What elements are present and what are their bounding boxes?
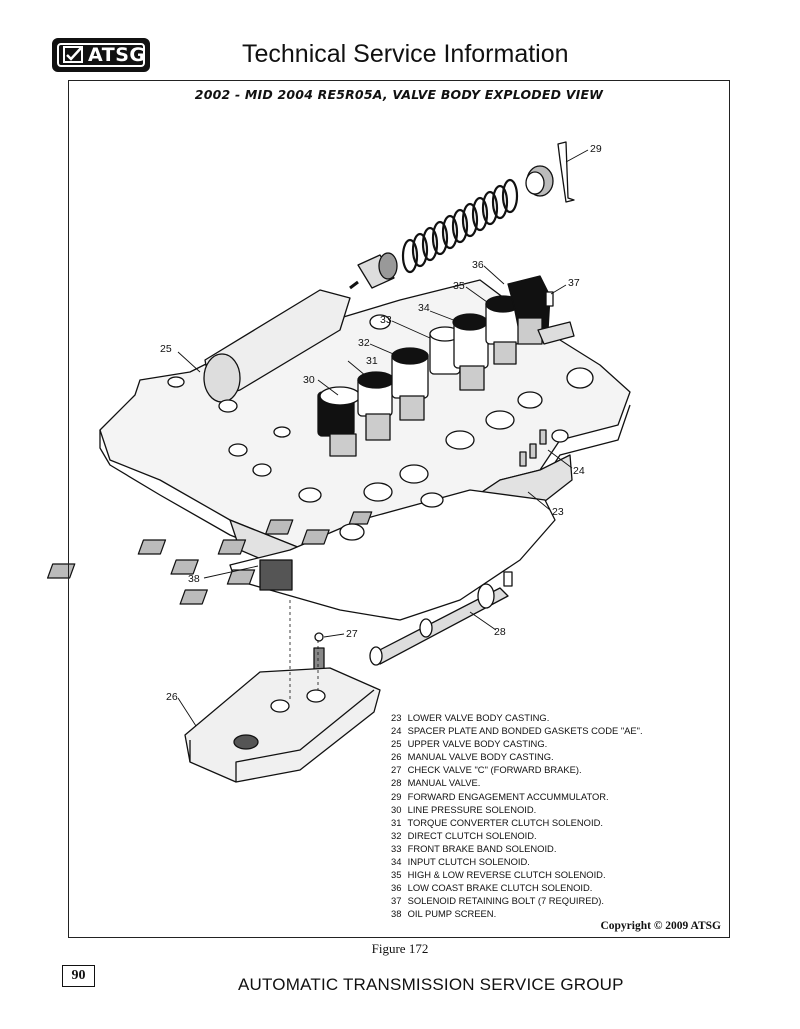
page-number: 90 xyxy=(62,965,95,987)
legend-item: 28 MANUAL VALVE. xyxy=(391,777,481,789)
legend-item: 27 CHECK VALVE "C" (FORWARD BRAKE). xyxy=(391,764,582,776)
legend-item: 30 LINE PRESSURE SOLENOID. xyxy=(391,803,537,815)
footer-org: AUTOMATIC TRANSMISSION SERVICE GROUP xyxy=(238,975,624,994)
legend-item: 38 OIL PUMP SCREEN. xyxy=(391,908,497,920)
legend-item: 26 MANUAL VALVE BODY CASTING. xyxy=(391,751,554,763)
figure-frame: 2002 - MID 2004 RE5R05A, VALVE BODY EXPL… xyxy=(68,80,730,938)
legend-item: 33 FRONT BRAKE BAND SOLENOID. xyxy=(391,842,557,854)
legend-item: 24 SPACER PLATE AND BONDED GASKETS CODE … xyxy=(391,725,643,737)
parts-legend: 23 LOWER VALVE BODY CASTING. 24 SPACER P… xyxy=(391,711,643,921)
atsg-logo: ATSG xyxy=(52,38,150,72)
legend-item: 25 UPPER VALVE BODY CASTING. xyxy=(391,738,548,750)
legend-item: 32 DIRECT CLUTCH SOLENOID. xyxy=(391,829,537,841)
copyright: Copyright © 2009 ATSG xyxy=(600,920,721,932)
checkmark-icon xyxy=(63,46,83,63)
legend-item: 31 TORQUE CONVERTER CLUTCH SOLENOID. xyxy=(391,816,603,828)
page-title: Technical Service Information xyxy=(242,40,569,68)
legend-item: 36 LOW COAST BRAKE CLUTCH SOLENOID. xyxy=(391,882,593,894)
legend-item: 34 INPUT CLUTCH SOLENOID. xyxy=(391,856,530,868)
legend-item: 23 LOWER VALVE BODY CASTING. xyxy=(391,712,550,723)
legend-item: 35 HIGH & LOW REVERSE CLUTCH SOLENOID. xyxy=(391,869,606,881)
logo-text: ATSG xyxy=(88,44,146,66)
legend-item: 37 SOLENOID RETAINING BOLT (7 REQUIRED). xyxy=(391,895,604,907)
legend-item: 29 FORWARD ENGAGEMENT ACCUMMULATOR. xyxy=(391,790,609,802)
figure-title: 2002 - MID 2004 RE5R05A, VALVE BODY EXPL… xyxy=(194,87,604,102)
figure-caption: Figure 172 xyxy=(371,941,429,956)
